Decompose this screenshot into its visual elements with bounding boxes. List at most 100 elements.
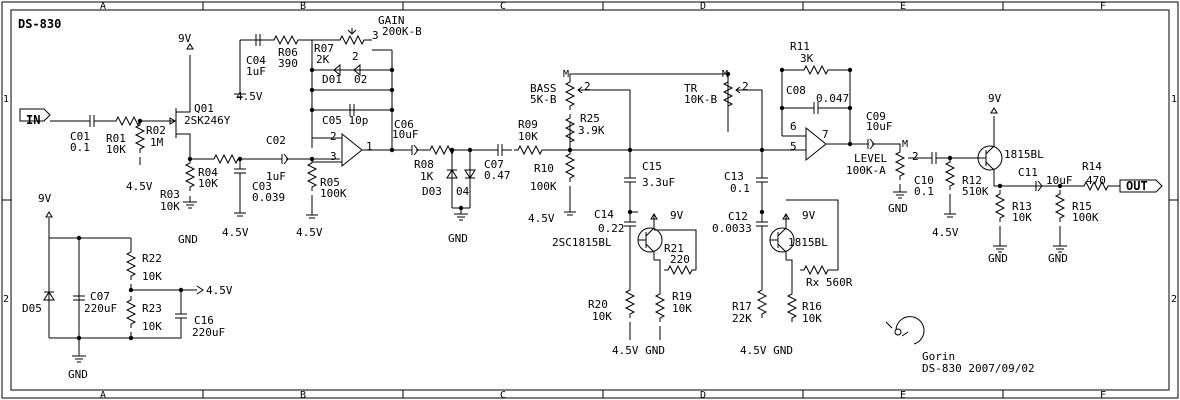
label-gnd-r13: GND bbox=[988, 252, 1008, 265]
label-gain-pin2: 2 bbox=[352, 50, 359, 63]
label-r22-val: 10K bbox=[142, 270, 162, 283]
r19-symbol bbox=[655, 289, 665, 323]
label-d04-name: 04 bbox=[456, 185, 470, 198]
label-gnd-level: GND bbox=[888, 202, 908, 215]
label-bass-m: M bbox=[563, 69, 569, 80]
label-c16-val: 220uF bbox=[192, 326, 225, 339]
label-tr-name: TR bbox=[684, 82, 698, 95]
label-level-val: 100K-A bbox=[846, 164, 886, 177]
label-c10-val: 0.1 bbox=[914, 185, 934, 198]
label-bass-val: 5K-B bbox=[530, 93, 557, 106]
label-c02-name: C02 bbox=[266, 134, 286, 147]
gain-pot bbox=[335, 35, 369, 45]
frame-inner bbox=[10, 9, 1170, 391]
c07-symbol bbox=[487, 143, 513, 157]
label-r11-name: R11 bbox=[790, 40, 810, 53]
level-pot bbox=[895, 147, 905, 181]
label-c09-name: C09 bbox=[866, 110, 886, 123]
col-d-bottom: D bbox=[700, 390, 706, 400]
label-r25-name: R25 bbox=[580, 112, 600, 125]
r09-symbol bbox=[513, 145, 547, 155]
label-u1-pin1: 1 bbox=[366, 140, 373, 153]
label-tr-m: M bbox=[722, 69, 728, 80]
label-c16-name: C16 bbox=[194, 314, 214, 327]
input-port: IN bbox=[26, 113, 40, 127]
label-c04-val: 1uF bbox=[246, 65, 266, 78]
label-c07b-name: C07 bbox=[90, 290, 110, 303]
label-r05-val: 100K bbox=[320, 187, 347, 200]
u2-opamp bbox=[805, 126, 827, 162]
author-logo bbox=[885, 316, 925, 345]
label-r10-name: R10 bbox=[534, 162, 554, 175]
label-u2-pin7: 7 bbox=[822, 128, 829, 141]
label-r07-val: 2K bbox=[316, 53, 330, 66]
label-bias-gnd-b: 4.5V GND bbox=[740, 344, 793, 357]
component-labels: 9V Q01 2SK246Y C01 0.1 R01 10K R02 1M 4.… bbox=[22, 14, 1106, 381]
label-c15-val: 3.3uF bbox=[642, 176, 675, 189]
rx-symbol bbox=[799, 265, 833, 275]
label-r03-val: 10K bbox=[160, 200, 180, 213]
r17-symbol bbox=[757, 285, 767, 319]
label-r19-val: 10K bbox=[672, 302, 692, 315]
label-r17-val: 22K bbox=[732, 312, 752, 325]
c10-symbol bbox=[921, 151, 947, 165]
label-c12-name: C12 bbox=[728, 210, 748, 223]
label-q04-part: 1815BL bbox=[1004, 148, 1044, 161]
label-r10-val: 100K bbox=[530, 180, 557, 193]
r11-symbol bbox=[799, 65, 833, 75]
label-q01-part: 2SK246Y bbox=[184, 114, 231, 127]
label-r15-name: R15 bbox=[1072, 200, 1092, 213]
label-c06-name: C06 bbox=[394, 118, 414, 131]
label-c02-val: 1uF bbox=[266, 170, 286, 183]
r10-symbol bbox=[565, 149, 575, 183]
bass-pot bbox=[565, 77, 575, 111]
label-bass-pin2: 2 bbox=[584, 80, 591, 93]
label-q03-part: 1815BL bbox=[788, 236, 828, 249]
label-c10-name: C10 bbox=[914, 174, 934, 187]
label-r12-name: R12 bbox=[962, 174, 982, 187]
label-r03-name: R03 bbox=[160, 188, 180, 201]
label-r16-name: R16 bbox=[802, 300, 822, 313]
label-level-name: LEVEL bbox=[854, 152, 887, 165]
label-d03-name: D03 bbox=[422, 185, 442, 198]
footer-doc: DS-830 2007/09/02 bbox=[922, 362, 1035, 375]
label-r04-name: R04 bbox=[198, 166, 218, 179]
r23-symbol bbox=[126, 295, 136, 329]
tone-stage bbox=[564, 71, 839, 340]
power-supply bbox=[43, 211, 204, 363]
label-c08-name: C08 bbox=[786, 84, 806, 97]
label-gnd-d03: GND bbox=[448, 232, 468, 245]
col-a-top: A bbox=[100, 1, 106, 12]
label-tr-pin2: 2 bbox=[742, 80, 749, 93]
label-r25-val: 3.9K bbox=[578, 124, 605, 137]
label-r01-val: 10K bbox=[106, 143, 126, 156]
label-c04-name: C04 bbox=[246, 54, 266, 67]
label-level-pin2: 2 bbox=[912, 150, 919, 163]
label-c08-val: 0.047 bbox=[816, 92, 849, 105]
label-c15-name: C15 bbox=[642, 160, 662, 173]
r22-symbol bbox=[126, 247, 136, 281]
label-gain-val: 200K-B bbox=[382, 25, 422, 38]
label-gnd-r15: GND bbox=[1048, 252, 1068, 265]
label-r08-val: 1K bbox=[420, 170, 434, 183]
input-stage: IN bbox=[19, 43, 340, 219]
c09-symbol bbox=[857, 138, 883, 150]
label-r20-val: 10K bbox=[592, 310, 612, 323]
label-r11-val: 3K bbox=[800, 52, 814, 65]
label-9v-q02: 9V bbox=[670, 209, 684, 222]
r12-symbol bbox=[945, 157, 955, 191]
label-tr-val: 10K-B bbox=[684, 93, 717, 106]
label-r21-name: R21 bbox=[664, 242, 684, 255]
col-a-bottom: A bbox=[100, 390, 106, 400]
c06-symbol bbox=[401, 144, 427, 156]
label-rx: Rx 560R bbox=[806, 276, 853, 289]
label-r09-val: 10K bbox=[518, 130, 538, 143]
c02-symbol bbox=[271, 153, 297, 165]
col-b-top: B bbox=[300, 1, 306, 12]
row-1-right: 1 bbox=[1171, 94, 1177, 105]
label-r19-name: R19 bbox=[672, 290, 692, 303]
r05-symbol bbox=[307, 158, 317, 192]
c12-symbol bbox=[755, 211, 769, 237]
label-r02-name: R02 bbox=[146, 124, 166, 137]
